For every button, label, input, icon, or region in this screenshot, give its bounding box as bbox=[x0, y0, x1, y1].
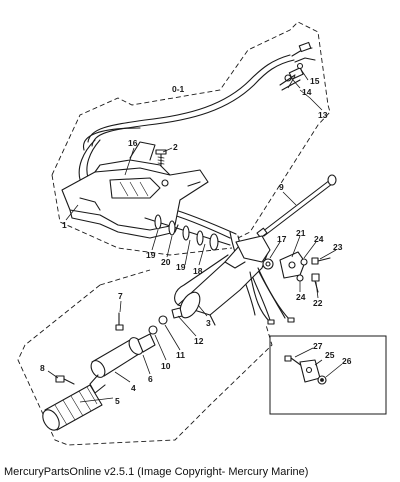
copyright-footer: MercuryPartsOnline v2.5.1 (Image Copyrig… bbox=[4, 466, 309, 478]
callout-17: 17 bbox=[277, 234, 287, 244]
control-housing-base bbox=[61, 141, 209, 239]
callout-20: 20 bbox=[161, 257, 171, 267]
callout-19-left: 19 bbox=[146, 250, 156, 260]
washer-stack bbox=[144, 214, 231, 251]
callout-14: 14 bbox=[302, 87, 312, 97]
callout-24-upper: 24 bbox=[314, 234, 324, 244]
screw-7 bbox=[115, 312, 124, 331]
callout-2: 2 bbox=[173, 142, 178, 152]
bolt-22 bbox=[311, 273, 320, 293]
bolt-23 bbox=[311, 257, 331, 265]
callout-24-lower: 24 bbox=[296, 292, 306, 302]
callout-4: 4 bbox=[131, 383, 136, 393]
callout-13: 13 bbox=[318, 110, 328, 120]
callout-12: 12 bbox=[194, 336, 204, 346]
handle-body bbox=[174, 235, 271, 326]
callout-10: 10 bbox=[161, 361, 171, 371]
throttle-grip-5 bbox=[42, 384, 103, 431]
fittings-10-12 bbox=[148, 307, 183, 335]
throttle-tube-4 bbox=[89, 333, 156, 394]
inset-detail-box bbox=[269, 335, 387, 415]
callout-8: 8 bbox=[40, 363, 45, 373]
callout-labels: 1 2 3 4 5 6 7 8 9 10 11 12 13 14 15 16 1… bbox=[40, 76, 352, 406]
callout-5: 5 bbox=[115, 396, 120, 406]
screw-8 bbox=[55, 375, 75, 385]
callout-23: 23 bbox=[333, 242, 343, 252]
bracket-21 bbox=[262, 251, 308, 282]
callout-26: 26 bbox=[342, 356, 352, 366]
callout-19-right: 19 bbox=[176, 262, 186, 272]
callout-22: 22 bbox=[313, 298, 323, 308]
callout-16: 16 bbox=[128, 138, 138, 148]
leader-lines bbox=[47, 67, 343, 403]
callout-6: 6 bbox=[148, 374, 153, 384]
callout-1: 1 bbox=[62, 220, 67, 230]
callout-15: 15 bbox=[310, 76, 320, 86]
wire-leads bbox=[249, 267, 295, 325]
callout-18: 18 bbox=[193, 266, 203, 276]
shift-rod-9 bbox=[256, 174, 337, 239]
callout-9: 9 bbox=[279, 182, 284, 192]
callout-25: 25 bbox=[325, 350, 335, 360]
callout-27: 27 bbox=[313, 341, 323, 351]
callout-21: 21 bbox=[296, 228, 306, 238]
callout-7: 7 bbox=[118, 291, 123, 301]
callout-11: 11 bbox=[176, 350, 185, 360]
callout-0-1: 0-1 bbox=[172, 84, 185, 94]
lower-assembly-boundary bbox=[17, 269, 273, 446]
callout-3: 3 bbox=[206, 318, 211, 328]
screw-2 bbox=[155, 149, 167, 167]
upper-assembly-boundary bbox=[51, 21, 331, 256]
